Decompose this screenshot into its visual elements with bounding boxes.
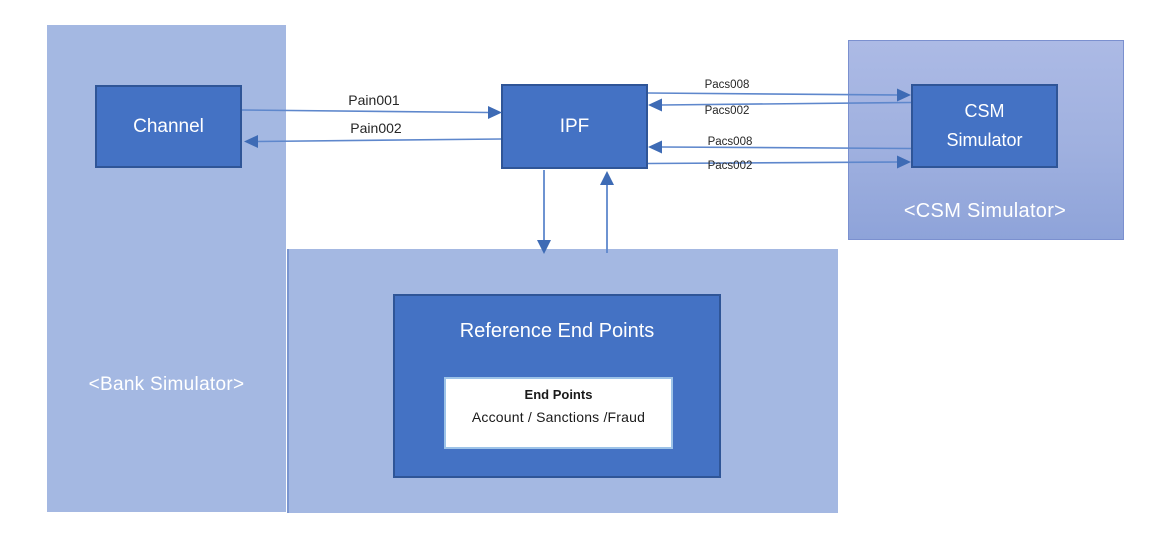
endpoints-panel: End Points Account / Sanctions /Fraud: [444, 377, 673, 449]
label-pacs008-inbound: Pacs008: [707, 136, 753, 148]
channel-label: Channel: [133, 115, 204, 137]
endpoints-items: Account / Sanctions /Fraud: [471, 409, 646, 425]
csm-simulator-box-label: CSM Simulator: [946, 101, 1023, 150]
csm-simulator-box: CSM Simulator: [911, 84, 1058, 168]
reference-endpoints-box: Reference End Points End Points Account …: [393, 294, 721, 478]
label-pain001: Pain001: [348, 92, 400, 108]
arrow-reference-to-ipf: [600, 171, 614, 253]
arrow-ipf-to-reference: [537, 170, 551, 254]
ipf-label: IPF: [559, 115, 590, 137]
label-pacs002-inbound: Pacs002: [704, 105, 750, 117]
label-pain002: Pain002: [350, 120, 402, 136]
endpoints-title: End Points: [524, 387, 593, 402]
channel-box: Channel: [95, 85, 242, 168]
label-pacs008-outbound: Pacs008: [704, 79, 750, 91]
bank-simulator-caption: <Bank Simulator>: [88, 374, 245, 395]
reference-endpoints-title: Reference End Points: [459, 320, 655, 342]
csm-simulator-caption: <CSM Simulator>: [903, 200, 1067, 222]
label-pacs002-outbound: Pacs002: [707, 160, 753, 172]
ipf-box: IPF: [501, 84, 648, 169]
